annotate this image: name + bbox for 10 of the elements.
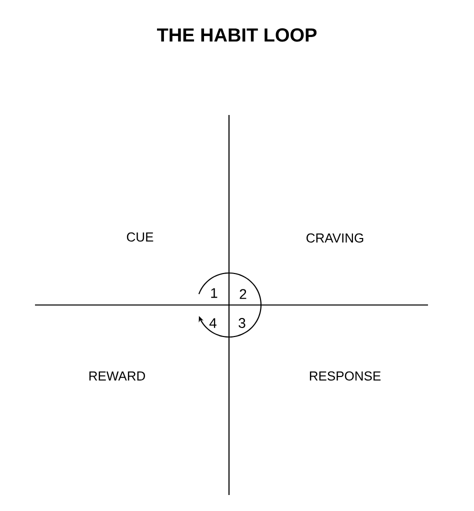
title: THE HABIT LOOP <box>157 28 317 42</box>
quadrant-label: RESPONSE <box>310 371 381 381</box>
quadrant-label: CRAVING <box>306 233 364 243</box>
number-label: 1 <box>211 288 218 298</box>
number-label: 4 <box>209 318 216 328</box>
quadrant-label: CUE <box>126 232 154 242</box>
loop-circle <box>198 272 262 338</box>
number-label: 3 <box>238 318 246 328</box>
number-label: 2 <box>240 289 246 299</box>
quadrant-label: REWARD <box>89 372 146 380</box>
